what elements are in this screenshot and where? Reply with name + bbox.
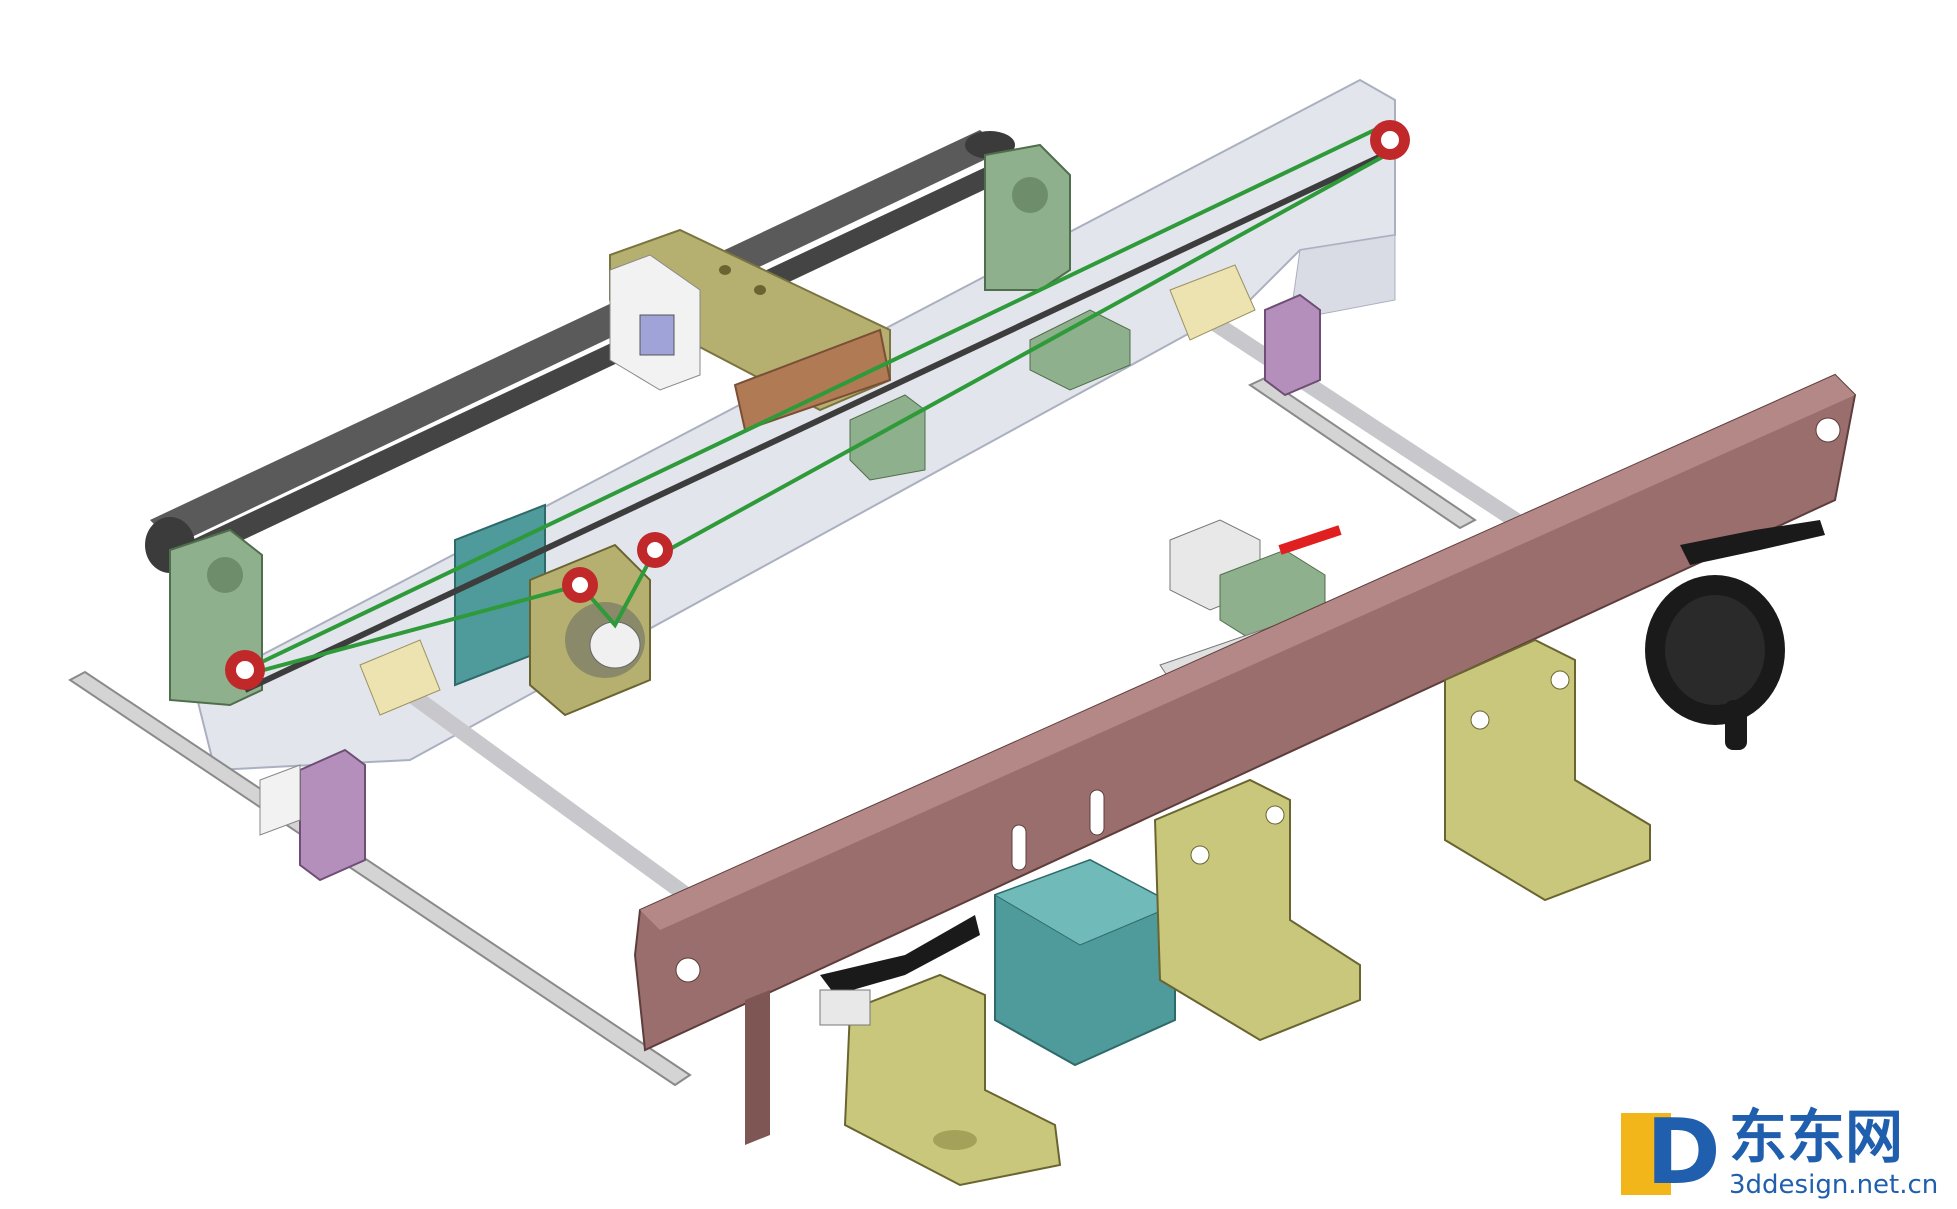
logo-yellow-block (1621, 1113, 1671, 1195)
idler-pulley-center-b-hub (647, 542, 663, 558)
linear-guide-rails (68, 376, 1477, 1087)
top-carriage (609, 228, 892, 432)
clamp-lever-icon (819, 915, 980, 1026)
rear-belt-upper (150, 130, 1005, 545)
linear-bearing-left (359, 639, 441, 716)
mount-foot-center (849, 394, 926, 481)
purple-block-left (299, 748, 366, 882)
bracket-slot (933, 1130, 977, 1150)
linear-bearing-right (1169, 264, 1256, 341)
carriage-hole (754, 285, 766, 295)
guide-rod-left (397, 682, 708, 913)
bracket-hole (1550, 670, 1570, 690)
idler-pulley-left-hub (236, 661, 254, 679)
front-plate-slot (1089, 789, 1105, 836)
front-plate-slot (1011, 824, 1027, 871)
carriage-brown-strip (733, 328, 892, 432)
clamp-lever-base-left (819, 989, 871, 1026)
mount-bore-left (207, 557, 243, 593)
carriage-stepper-motor (454, 503, 651, 717)
carriage-hole (719, 265, 731, 275)
mounting-brackets (843, 638, 1651, 1187)
watermark-logo: D 东东网 3ddesign.net.cn (1621, 1100, 1938, 1205)
handwheel-grip (1725, 700, 1747, 750)
proximity-sensor-icon (1278, 525, 1342, 555)
bracket-hole (1265, 805, 1285, 825)
belt-lower-span (244, 148, 1396, 677)
bracket-center (1153, 778, 1361, 1042)
bracket-hole (1470, 710, 1490, 730)
front-plate-foot (745, 990, 770, 1145)
handwheel-inner (1665, 595, 1765, 705)
carriage-blue-part (639, 314, 675, 356)
idler-pulley-center-a-hub (572, 577, 588, 593)
belt-top-span (244, 123, 1386, 672)
rear-belt-lower (160, 165, 1005, 572)
front-plate-top-edge (640, 375, 1855, 930)
rail-carriage-blocks (259, 293, 1321, 882)
glass-plate-corner (1289, 234, 1396, 321)
purple-block-right (1264, 293, 1321, 397)
bracket-right (1444, 638, 1651, 902)
mount-bore-rear-right (1012, 177, 1048, 213)
green-timing-belt (243, 123, 1396, 693)
clamp-lever-left (820, 915, 980, 995)
mount-block-rear-right (984, 143, 1071, 291)
white-block-left (259, 764, 301, 836)
idler-pulleys (225, 120, 1410, 690)
drive-pulley (589, 621, 641, 669)
bracket-hole (1190, 845, 1210, 865)
bracket-front-left (843, 973, 1062, 1187)
front-plate-hole-left (675, 957, 701, 983)
handwheel-icon (1645, 575, 1785, 750)
front-plate-hole-right (1815, 417, 1841, 443)
guide-rod-right (1202, 312, 1523, 528)
front-stepper-motor (993, 858, 1177, 1067)
front-mounting-plate (633, 373, 1857, 1145)
mount-foot-rear-right (1029, 309, 1131, 391)
mounting-bracket-icon (843, 973, 1062, 1187)
watermark-domain: 3ddesign.net.cn (1729, 1170, 1938, 1200)
linear-guide-rail-right (1247, 376, 1477, 530)
watermark-brand: 东东网 (1729, 1103, 1903, 1171)
belt-dark-span (243, 149, 1392, 693)
guide-rods (359, 264, 1523, 913)
logo-letter: D (1646, 1100, 1721, 1205)
idler-pulley-right-hub (1381, 131, 1399, 149)
linear-guide-rail-left (68, 670, 692, 1087)
clamp-lever-right (1680, 520, 1825, 565)
clamp-and-handwheel (819, 520, 1825, 1026)
